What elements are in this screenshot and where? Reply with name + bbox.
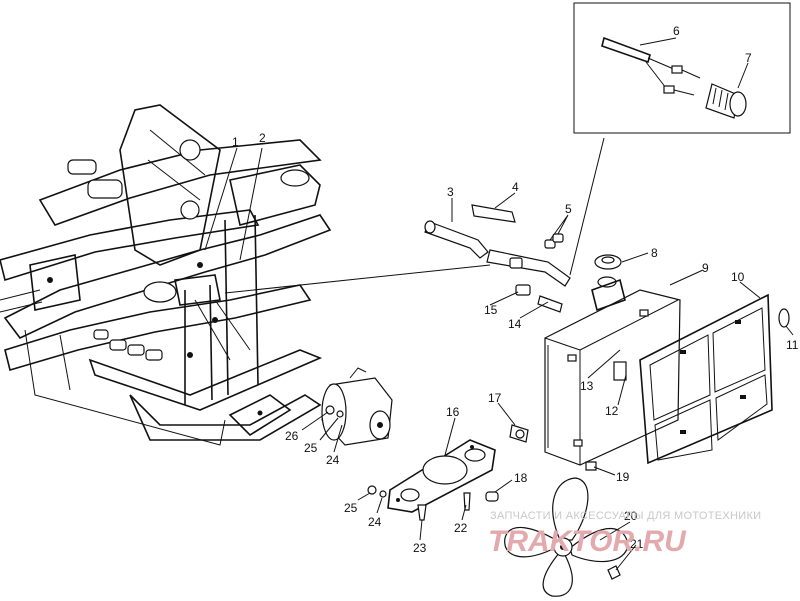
callout-16: 16	[446, 405, 460, 419]
fittings	[485, 424, 597, 502]
leader-lines	[204, 37, 794, 571]
watermark-logo: TRAKTOR.RU	[488, 525, 687, 558]
callout-4: 4	[512, 180, 519, 194]
callout-15: 15	[484, 303, 498, 317]
callout-17: 17	[488, 391, 502, 405]
callout-10: 10	[731, 270, 745, 284]
callout-6: 6	[673, 24, 680, 38]
callout-19: 19	[616, 470, 630, 484]
callout-22: 22	[454, 521, 468, 535]
fan-motor	[321, 367, 393, 446]
callout-3: 3	[447, 185, 454, 199]
screen-part-10	[639, 293, 773, 465]
callout-23: 23	[413, 541, 427, 555]
callout-1: 1	[232, 135, 239, 149]
callout-7: 7	[745, 51, 752, 65]
watermark: ЗАПЧАСТИ И АКСЕССУАРЫ ДЛЯ МОТОТЕХНИКИ TR…	[488, 510, 761, 558]
callout-2: 2	[259, 131, 266, 145]
frame-assembly	[0, 104, 332, 446]
callout-5: 5	[565, 202, 572, 216]
clip-part-11	[778, 308, 790, 328]
callout-21: 21	[630, 537, 644, 551]
callout-25: 25	[344, 501, 358, 515]
radiator-part-9	[544, 276, 681, 466]
callout-11: 11	[786, 338, 799, 352]
watermark-tagline: ЗАПЧАСТИ И АКСЕССУАРЫ ДЛЯ МОТОТЕХНИКИ	[490, 510, 761, 522]
callout-12: 12	[605, 404, 619, 418]
hoses	[424, 204, 571, 313]
callout-18: 18	[514, 471, 528, 485]
callout-13: 13	[580, 379, 594, 393]
fan-blade-part-20	[504, 477, 629, 597]
callout-8: 8	[651, 246, 658, 260]
inset-box	[573, 2, 791, 134]
callout-14: 14	[508, 317, 522, 331]
callout-labels: 1 2 3 4 5 6 7 8 9 10 11 12 13 14 15 16 1…	[232, 24, 799, 555]
callout-26: 26	[285, 429, 299, 443]
sensor-part-7	[705, 83, 747, 119]
callout-20: 20	[624, 509, 638, 523]
callout-9: 9	[702, 261, 709, 275]
fan-shroud-part-16	[387, 439, 496, 513]
callout-25b: 25	[304, 441, 318, 455]
callout-24: 24	[368, 515, 382, 529]
callout-24b: 24	[326, 453, 340, 467]
radiator-cap-part-8	[594, 254, 622, 270]
